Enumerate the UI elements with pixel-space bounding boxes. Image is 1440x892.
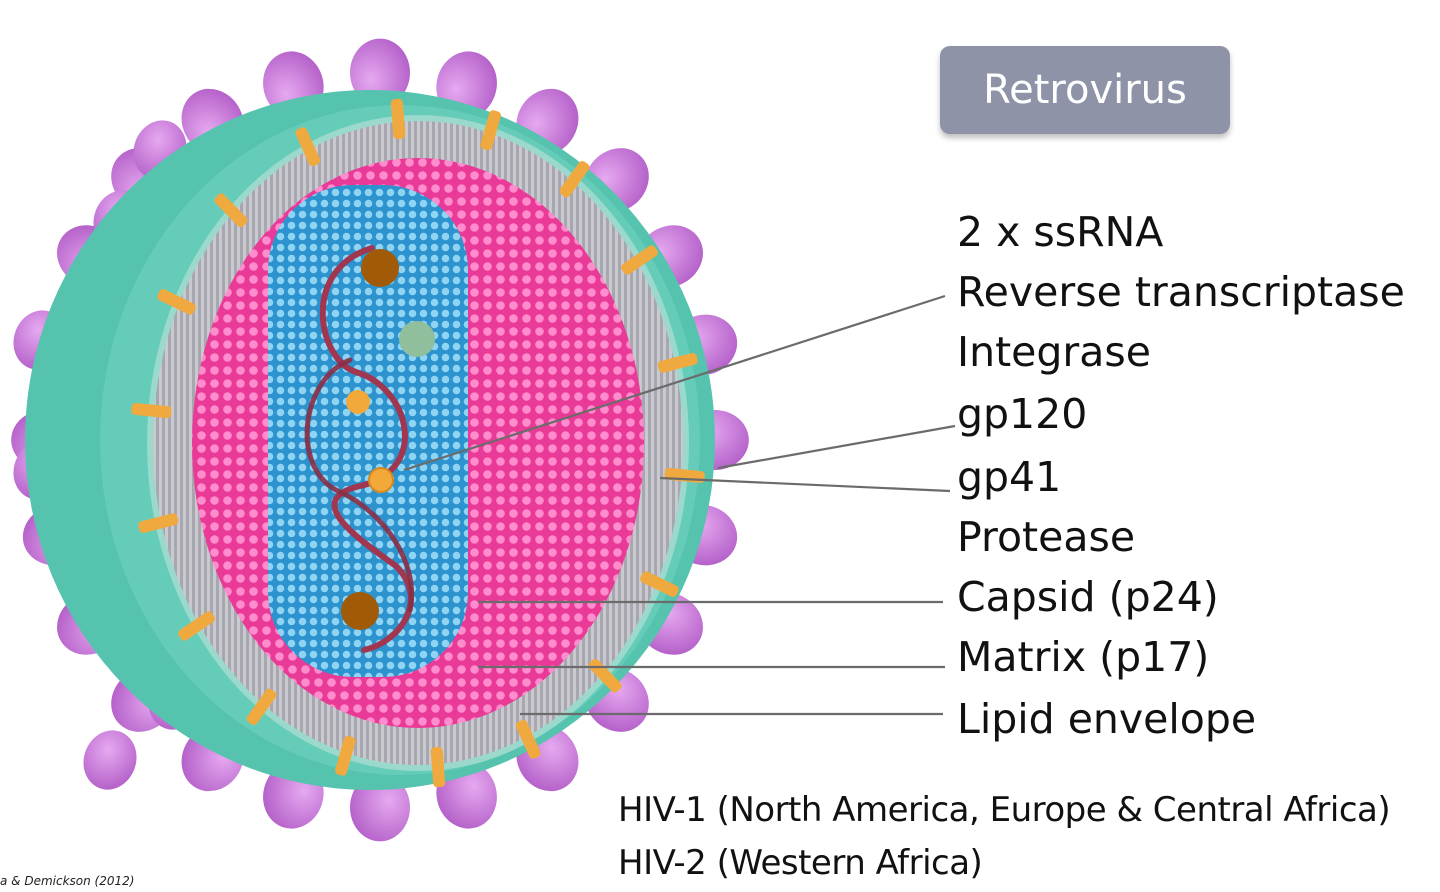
- gp120-knob: [350, 38, 410, 107]
- gp41-stalk: [640, 571, 679, 597]
- gp41-stalk: [480, 110, 501, 151]
- enzyme-dot-brown-2: [341, 592, 379, 630]
- label-gp41: gp41: [957, 453, 1062, 501]
- label-reverse-transcriptase: Reverse transcriptase: [957, 268, 1405, 316]
- gp41-stalk: [621, 245, 658, 275]
- gp41-stalk: [214, 193, 248, 228]
- gp41-stalk: [657, 353, 698, 373]
- enzyme-dot-green: [399, 321, 435, 357]
- reverse-transcriptase-dot: [368, 467, 394, 493]
- gp41-stalk: [430, 746, 446, 788]
- enzyme-dot-brown: [361, 249, 399, 287]
- note-hiv-2: HIV-2 (Western Africa): [618, 843, 983, 883]
- label-lipid-envelope: Lipid envelope: [957, 695, 1257, 743]
- gp41-stalk: [157, 289, 196, 315]
- label-matrix: Matrix (p17): [957, 633, 1210, 681]
- gp41-stalk: [390, 98, 406, 140]
- note-hiv-1: HIV-1 (North America, Europe & Central A…: [618, 790, 1391, 830]
- gp41-stalk: [178, 611, 215, 641]
- label-gp120: gp120: [957, 390, 1088, 438]
- label-protease: Protease: [957, 513, 1136, 561]
- enzyme-dot-orange: [346, 390, 370, 414]
- gp41-stalks-and-knobs: [131, 98, 705, 788]
- gp41-stalk: [559, 161, 590, 198]
- gp41-stalk: [131, 402, 172, 419]
- retrovirus-badge: Retrovirus: [940, 46, 1230, 134]
- gp41-stalk: [295, 127, 321, 167]
- leader-lines: [403, 294, 956, 716]
- badge-title: Retrovirus: [983, 67, 1187, 113]
- label-integrase: Integrase: [957, 328, 1151, 376]
- label-capsid: Capsid (p24): [957, 573, 1219, 621]
- gp41-stalk: [335, 735, 356, 776]
- capsid-core: [268, 185, 468, 677]
- gp41-stalk: [246, 688, 277, 725]
- label-2x-ssrna: 2 x ssRNA: [957, 208, 1164, 256]
- gp41-stalk: [138, 513, 179, 533]
- source-credit: a & Demickson (2012): [0, 874, 135, 888]
- gp120-knob: [350, 773, 410, 842]
- gp41-stalk: [515, 719, 541, 759]
- gp120-knob: [83, 730, 137, 790]
